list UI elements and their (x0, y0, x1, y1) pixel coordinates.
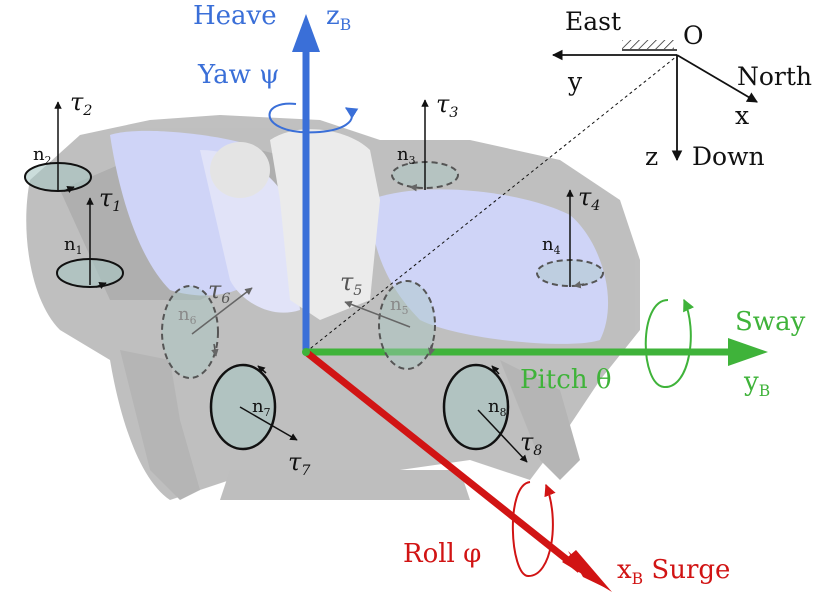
north-label: North (737, 62, 812, 91)
roll-rotation-arrow (511, 481, 556, 578)
heave-arrowhead (292, 14, 320, 52)
thruster-8 (442, 363, 528, 463)
thruster-6-tau-label: τ6 (208, 276, 230, 307)
thruster-5 (344, 280, 436, 370)
thruster-2-tau-label: τ2 (70, 88, 92, 119)
robot-body (26, 115, 640, 500)
thruster-2 (24, 101, 92, 193)
thruster-1-n-label-a: n1 (64, 234, 82, 257)
roll-label: Roll φ (403, 539, 481, 569)
surge-label: xB Surge (617, 555, 730, 588)
origin-link-dashed (305, 55, 678, 353)
surge-axis (303, 349, 583, 573)
sway-axis-label: yB (743, 367, 770, 400)
thruster-5-tau-label: τ5 (340, 268, 362, 299)
z-label: z (645, 142, 658, 171)
thruster-4-tau-label: τ4 (578, 183, 600, 214)
yaw-rotation-arrow (268, 102, 359, 134)
thruster-1-n-label: n2 (33, 144, 51, 167)
thruster-4 (536, 189, 604, 289)
thruster-4-n-label: n4 (542, 234, 561, 257)
thruster-3-n-label: n3 (397, 144, 416, 167)
yaw-label: Yaw ψ (197, 60, 280, 90)
thruster-1-tau-label: τ1 (99, 184, 121, 215)
thruster-5-n-label: n5 (390, 294, 409, 317)
east-label: East (565, 7, 621, 36)
surge-arrowhead (562, 550, 612, 592)
thruster-7-n-label: n7 (252, 396, 271, 419)
body-origin-dot (302, 348, 310, 356)
inertial-frame (551, 40, 758, 162)
origin-label: O (683, 21, 704, 50)
y-label: y (567, 67, 583, 96)
right-pontoon (370, 189, 609, 344)
thruster-6-n-label: n6 (178, 304, 197, 327)
thruster-1 (56, 197, 124, 289)
thruster-7-tau-label: τ7 (288, 448, 311, 479)
sway-arrowhead (728, 338, 768, 366)
heave-axis-label: zB (326, 1, 351, 34)
thruster-6 (161, 285, 253, 379)
thruster-3-tau-label: τ3 (436, 90, 458, 121)
thruster-8-tau-label: τ8 (520, 428, 542, 459)
pitch-rotation-arrow (644, 298, 694, 389)
sway-label: Sway (735, 307, 806, 337)
thruster-8-n-label: n8 (488, 396, 507, 419)
heave-label: Heave (193, 1, 277, 31)
x-label: x (735, 101, 749, 130)
thruster-3 (391, 99, 459, 192)
pitch-label: Pitch θ (520, 365, 612, 395)
down-label: Down (692, 142, 765, 171)
thruster-7 (209, 363, 298, 451)
